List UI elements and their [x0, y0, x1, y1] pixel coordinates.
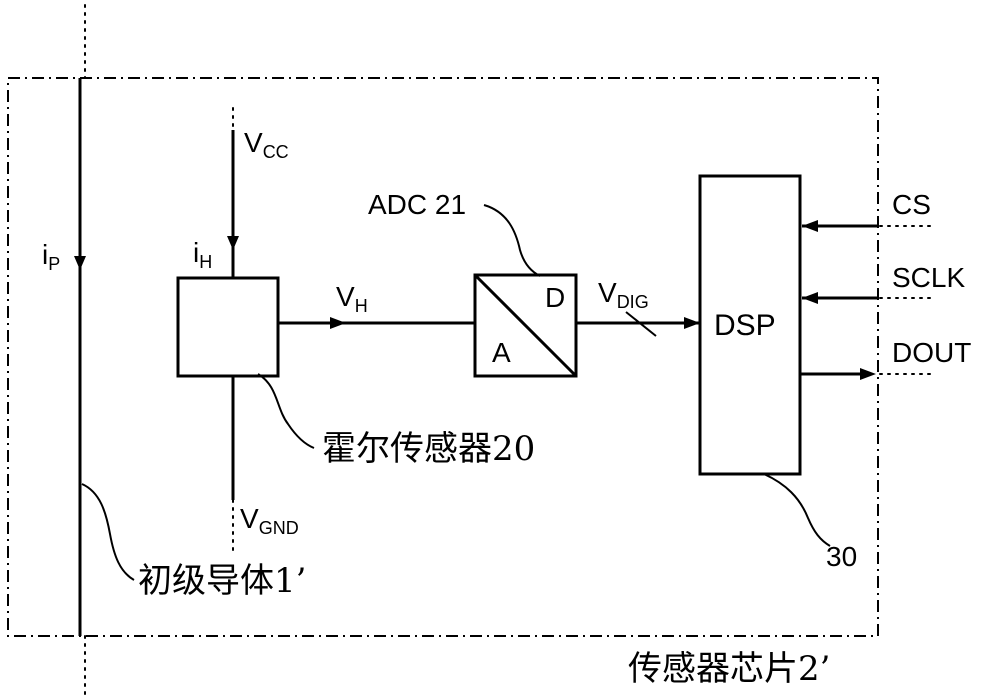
- dout-label: DOUT: [892, 337, 971, 368]
- vdig-arrow: [684, 317, 700, 329]
- primary-conductor-leader: [81, 483, 135, 581]
- dsp-box: [698, 174, 802, 476]
- sclk-label: SCLK: [892, 262, 965, 293]
- dsp-ref-label: 30: [826, 541, 857, 572]
- hall-sensor-leader: [257, 373, 315, 449]
- dsp-leader: [763, 473, 831, 547]
- cs-arrow: [802, 220, 818, 232]
- vdig-label: VDIG: [598, 277, 649, 312]
- dsp-label: DSP: [714, 309, 776, 342]
- dout-arrow: [860, 368, 876, 380]
- vdig-bus-slash: [625, 311, 657, 337]
- sensor-chip-boundary: [7, 77, 879, 637]
- sensor-chip-label: 传感器芯片2’: [628, 649, 830, 689]
- primary-conductor-label: 初级导体1’: [138, 561, 306, 601]
- adc-d-label: D: [545, 282, 565, 313]
- vcc-label: VCC: [244, 127, 289, 162]
- hall-sensor-label: 霍尔传感器20: [322, 429, 535, 469]
- vh-arrow: [330, 317, 346, 329]
- adc-label: ADC 21: [368, 189, 466, 220]
- ih-label: iH: [193, 237, 212, 272]
- primary-current-arrow: [74, 256, 86, 270]
- vgnd-label: VGND: [240, 503, 299, 538]
- vh-label: VH: [336, 281, 368, 316]
- adc-a-label: A: [492, 337, 511, 368]
- adc-diagonal: [473, 273, 578, 378]
- ip-label: iP: [42, 239, 60, 274]
- adc-leader: [483, 204, 541, 277]
- hall-sensor-box: [176, 276, 280, 378]
- cs-label: CS: [892, 189, 931, 220]
- hall-current-arrow: [227, 236, 239, 250]
- sclk-arrow: [802, 292, 818, 304]
